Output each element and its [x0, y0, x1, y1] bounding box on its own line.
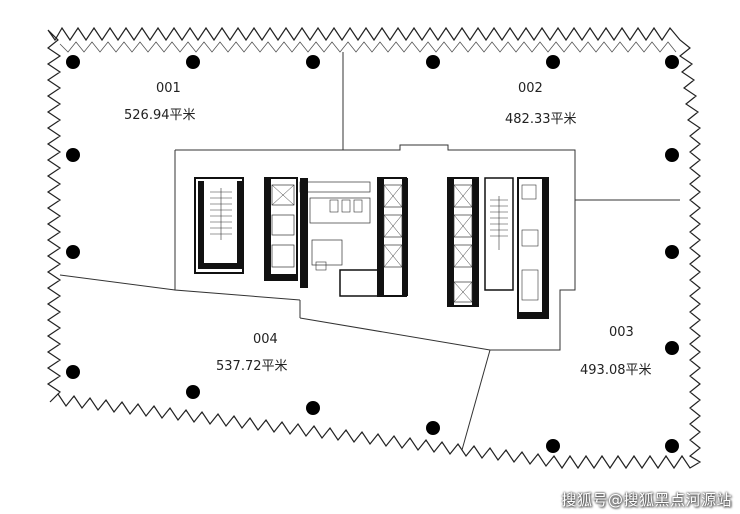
unit-003-area: 493.08平米	[580, 363, 652, 378]
column	[546, 55, 560, 69]
column	[66, 365, 80, 379]
core-left	[194, 177, 408, 297]
watermark: 搜狐号@搜狐黑点河源站	[561, 491, 732, 509]
column	[66, 55, 80, 69]
structural-columns	[66, 55, 679, 453]
column	[66, 245, 80, 259]
facade-outline	[46, 26, 702, 470]
unit-001-area: 526.94平米	[124, 108, 196, 123]
column	[66, 148, 80, 162]
column	[426, 421, 440, 435]
column	[306, 401, 320, 415]
column	[306, 55, 320, 69]
column	[186, 385, 200, 399]
column	[665, 245, 679, 259]
unit-004-area: 537.72平米	[216, 359, 288, 374]
unit-002-id: 002	[518, 81, 543, 96]
core-right	[447, 177, 549, 319]
unit-003-id: 003	[609, 325, 634, 340]
column	[665, 148, 679, 162]
column	[665, 55, 679, 69]
column	[665, 439, 679, 453]
column	[546, 439, 560, 453]
unit-004-id: 004	[253, 332, 278, 347]
partition-lines	[59, 52, 680, 451]
column	[426, 55, 440, 69]
facade-inner	[59, 41, 677, 53]
unit-001-id: 001	[156, 81, 181, 96]
column	[186, 55, 200, 69]
column	[665, 341, 679, 355]
unit-002-area: 482.33平米	[505, 112, 577, 127]
